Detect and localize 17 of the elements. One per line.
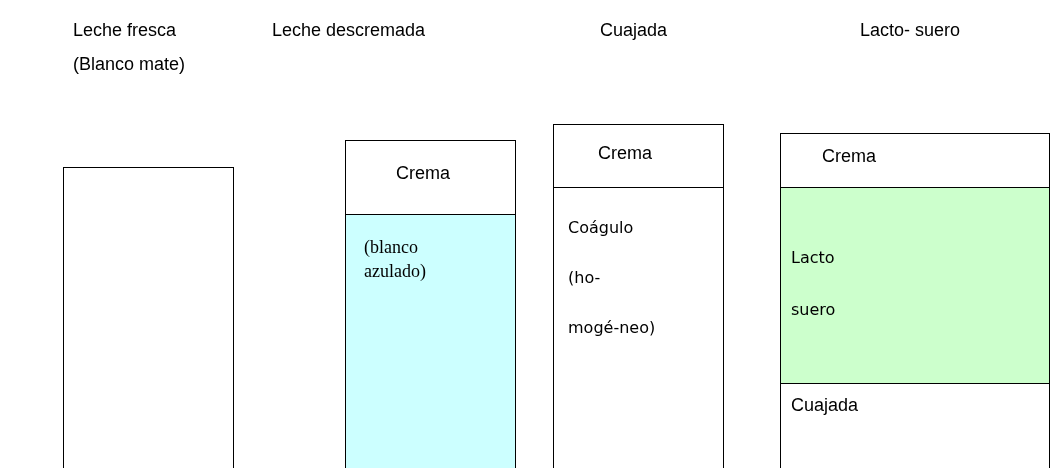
test-tube [780, 133, 1050, 468]
column-heading: Leche descremada [272, 19, 427, 42]
layer-label: Coágulo (ho- mogé-neo) [568, 217, 656, 339]
layer-label: Lacto suero [791, 247, 837, 321]
column-heading: Leche fresca (Blanco mate) [73, 19, 187, 76]
layer-label: Crema [396, 162, 451, 185]
layer-label: Crema [822, 145, 877, 168]
skim-milk-layer [346, 214, 515, 468]
layer-label: Crema [598, 142, 653, 165]
layer-label: (blanco azulado) [364, 236, 427, 283]
column-heading: Cuajada [600, 19, 669, 42]
whey-layer [781, 187, 1049, 383]
column-heading: Lacto- suero [860, 19, 962, 42]
test-tube [553, 124, 724, 468]
test-tube [345, 140, 516, 468]
layer-label: Cuajada [791, 394, 860, 417]
test-tube [63, 167, 234, 468]
